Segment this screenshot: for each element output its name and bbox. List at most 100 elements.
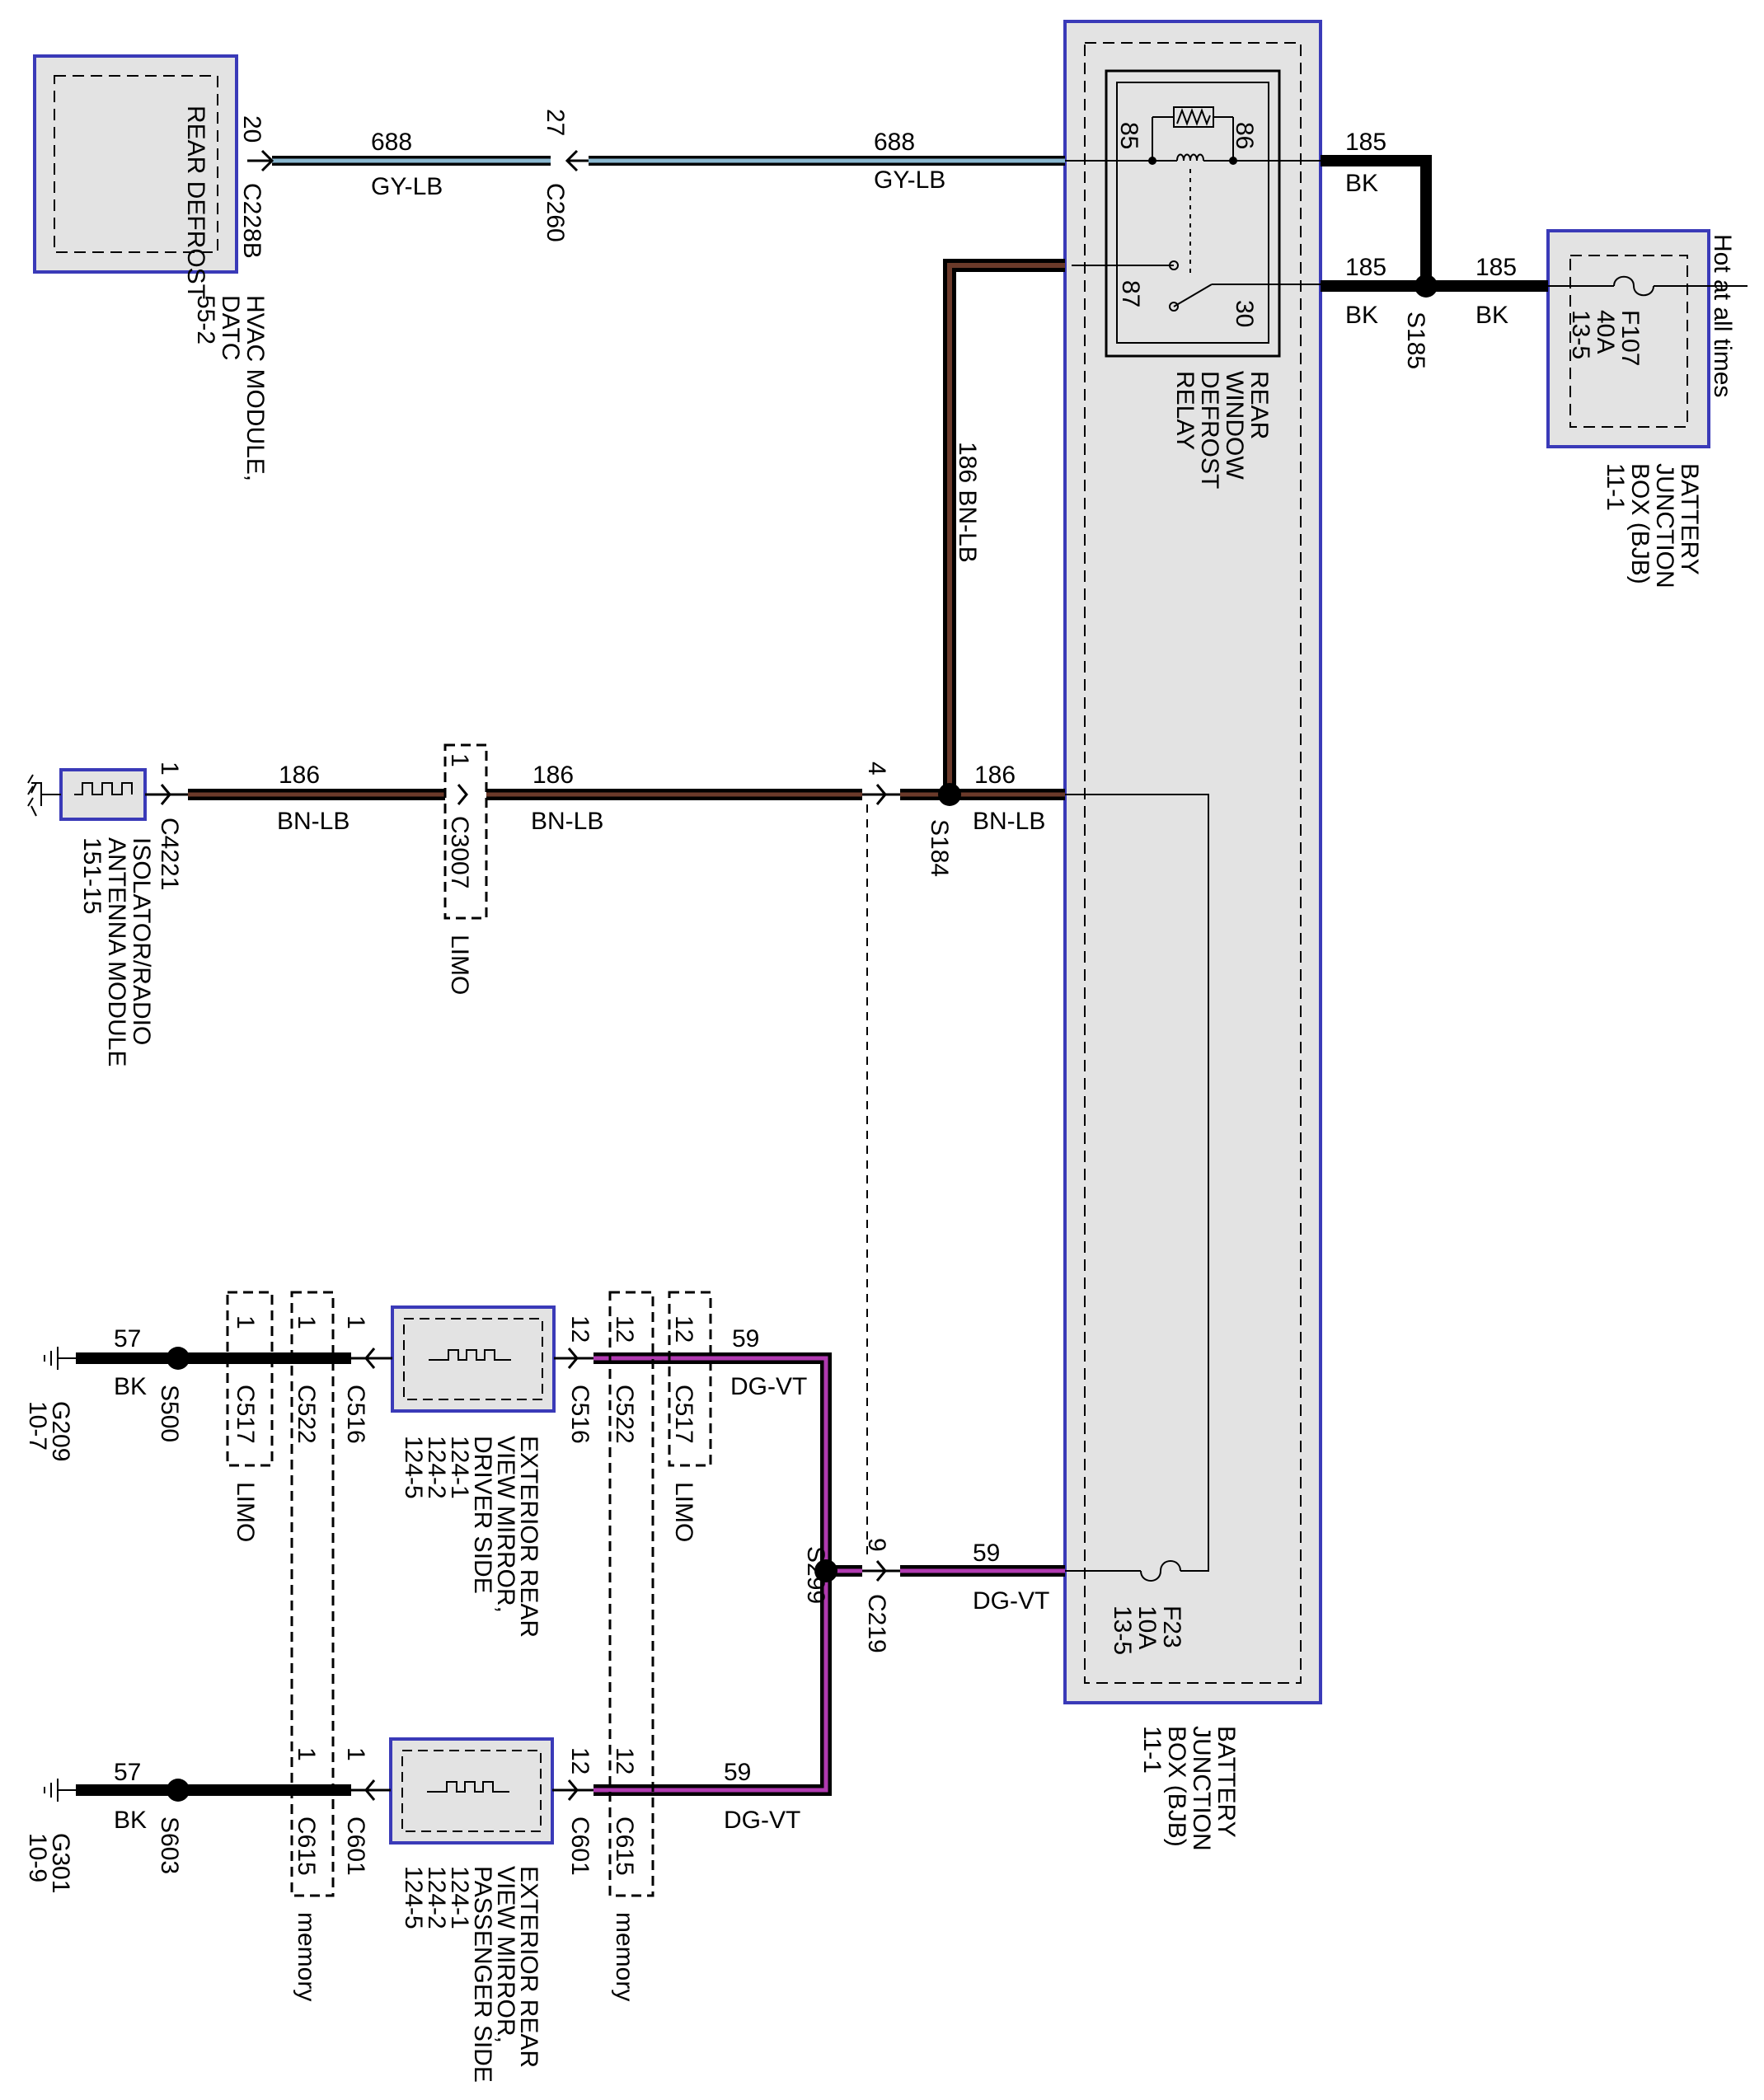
wire-186-num-c: 186: [974, 762, 1016, 789]
mirror-passenger-label: EXTERIOR REAR VIEW MIRROR, PASSENGER SID…: [400, 1866, 542, 2083]
splice-s500-label: S500: [156, 1385, 183, 1442]
svg-text:ISOLATOR/RADIO: ISOLATOR/RADIO: [128, 837, 155, 1045]
ground-g209-label: G209 10-7: [24, 1401, 74, 1461]
relay-pin-86: 86: [1231, 122, 1258, 149]
splice-s603-dot: [167, 1779, 190, 1802]
splice-s185-dot: [1414, 274, 1438, 298]
splice-s184-label: S184: [926, 819, 953, 877]
c260-pin: 27: [542, 109, 569, 136]
svg-text:124-5: 124-5: [400, 1436, 427, 1499]
svg-text:124-1: 124-1: [446, 1866, 473, 1929]
svg-text:WINDOW: WINDOW: [1221, 371, 1248, 480]
wire-186-vertical-label: 186 BN-LB: [954, 442, 981, 563]
relay-pin-87: 87: [1117, 280, 1144, 307]
c517-right-label: C517: [670, 1385, 697, 1444]
splice-s299-dot: [814, 1559, 837, 1582]
wire-59-color-a: DG-VT: [730, 1373, 807, 1400]
svg-text:PASSENGER SIDE: PASSENGER SIDE: [469, 1866, 496, 2083]
svg-text:F23: F23: [1158, 1605, 1185, 1648]
svg-text:DRIVER SIDE: DRIVER SIDE: [469, 1436, 496, 1594]
heater-element-icon: [74, 782, 133, 795]
wire-185-color-a: BK: [1345, 170, 1378, 197]
wire-59-num-a: 59: [732, 1325, 759, 1352]
wire-57-color-a: BK: [114, 1373, 147, 1400]
svg-text:151-15: 151-15: [78, 837, 106, 914]
ground-g301-label: G301 10-9: [24, 1833, 74, 1893]
svg-text:11-1: 11-1: [1602, 463, 1629, 511]
svg-text:124-1: 124-1: [446, 1436, 473, 1499]
c516-right-label: C516: [566, 1385, 593, 1444]
splice-s299-label: S299: [802, 1546, 829, 1604]
c615-right-pin: 12: [611, 1747, 638, 1774]
ground-g301-icon: [44, 1779, 76, 1802]
c522-left-pin: 1: [293, 1315, 320, 1329]
c615-right-label: C615: [611, 1816, 638, 1876]
c517-left-pin: 1: [232, 1315, 259, 1329]
svg-text:F107: F107: [1616, 310, 1644, 366]
svg-text:G301: G301: [47, 1833, 74, 1893]
memory-label-left: memory: [293, 1912, 320, 2001]
svg-text:13-5: 13-5: [1109, 1605, 1136, 1655]
wire-59: [552, 1352, 1065, 1796]
wire-59-num-c: 59: [724, 1759, 751, 1786]
c516-left-label: C516: [342, 1385, 369, 1444]
wire-59-num-b: 59: [973, 1540, 1000, 1567]
option-box-c522-c615-left: [290, 1291, 335, 1897]
wire-186: [145, 259, 1209, 1572]
wire-186-color-c: BN-LB: [973, 808, 1045, 835]
c228b-label: C228B: [238, 183, 265, 259]
svg-text:DATC: DATC: [217, 295, 244, 360]
wire-186-num-a: 186: [279, 762, 320, 789]
c516-left-pin: 1: [342, 1315, 369, 1329]
svg-text:VIEW MIRROR,: VIEW MIRROR,: [492, 1866, 519, 2043]
antenna-module: [27, 768, 147, 821]
splice-s603-label: S603: [156, 1816, 183, 1874]
c219-top-pin: 4: [863, 762, 890, 776]
svg-text:HVAC MODULE,: HVAC MODULE,: [242, 295, 269, 481]
limo-label-right: LIMO: [670, 1482, 697, 1542]
hvac-module: REAR DEFROST: [33, 54, 238, 299]
wire-59-color-b: DG-VT: [973, 1587, 1049, 1615]
svg-text:10A: 10A: [1133, 1605, 1161, 1649]
svg-text:BOX (BJB): BOX (BJB): [1163, 1726, 1190, 1847]
mirror-passenger-side: [389, 1737, 554, 1845]
svg-text:REAR: REAR: [1246, 371, 1273, 439]
svg-text:BOX (BJB): BOX (BJB): [1626, 463, 1654, 584]
wire-185-num-a: 185: [1345, 129, 1386, 156]
wire-59-color-c: DG-VT: [724, 1807, 800, 1834]
svg-text:10-9: 10-9: [24, 1833, 51, 1882]
ground-g209-icon: [44, 1347, 76, 1370]
chassis-ground-icon: [30, 782, 42, 817]
svg-text:ANTENNA MODULE: ANTENNA MODULE: [103, 837, 130, 1066]
svg-text:G209: G209: [47, 1401, 74, 1461]
c601-right-label: C601: [566, 1816, 593, 1876]
wire-185-num-b: 185: [1345, 254, 1386, 281]
hvac-inner-label-1: REAR DEFROST: [182, 105, 209, 299]
svg-text:11-1: 11-1: [1138, 1726, 1166, 1774]
svg-text:RELAY: RELAY: [1171, 371, 1199, 450]
wire-688-color-right: GY-LB: [874, 166, 945, 194]
relay-pin-30: 30: [1231, 300, 1258, 327]
heater-element-icon: [427, 1781, 509, 1793]
c260-label: C260: [542, 183, 569, 242]
relay-pin-85: 85: [1115, 122, 1142, 149]
limo-label-left: LIMO: [232, 1482, 259, 1542]
bjb-top-box: [1546, 229, 1710, 448]
svg-text:DEFROST: DEFROST: [1196, 371, 1223, 489]
svg-text:JUNCTION: JUNCTION: [1651, 463, 1678, 588]
fuse-f107-icon: [1613, 275, 1654, 297]
splice-s184-dot: [938, 783, 961, 806]
svg-text:124-2: 124-2: [423, 1436, 450, 1499]
wire-57: [76, 1347, 392, 1802]
fuse-f23-label: F23 10A 13-5: [1109, 1605, 1185, 1655]
option-box-c517-right: [668, 1291, 712, 1467]
svg-text:13-5: 13-5: [1567, 310, 1594, 359]
c3007-pin: 1: [446, 753, 473, 767]
wire-57-color-b: BK: [114, 1807, 147, 1834]
splice-s500-dot: [167, 1347, 190, 1370]
bjb-top-label: BATTERY JUNCTION BOX (BJB) 11-1: [1602, 463, 1703, 588]
option-box-c522-c615-right: [608, 1291, 654, 1897]
bjb-main-label: BATTERY JUNCTION BOX (BJB) 11-1: [1138, 1726, 1240, 1851]
wire-688-color-left: GY-LB: [371, 173, 443, 200]
